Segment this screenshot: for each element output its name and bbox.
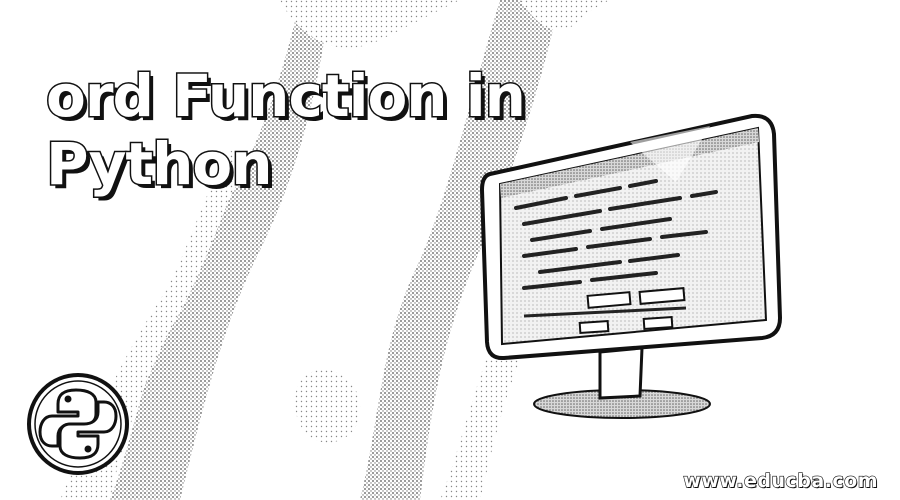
computer-monitor-icon: [480, 113, 783, 419]
python-logo-icon: [27, 373, 129, 475]
page-title: ord Function in Python: [45, 61, 528, 200]
site-watermark: www.educba.com: [683, 469, 878, 492]
title-line-2: Python: [45, 129, 275, 200]
title-line-1: ord Function in: [45, 61, 528, 132]
